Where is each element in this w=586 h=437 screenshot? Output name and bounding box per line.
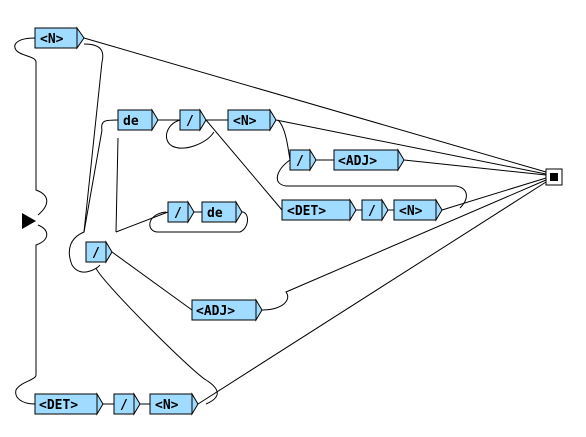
box-det-bottom-label: <DET> [39, 398, 78, 413]
box-n-mid[interactable]: <N> [227, 108, 277, 132]
edges [14, 37, 547, 405]
box-n-top-label: <N> [40, 32, 64, 47]
box-de-2-label: de [207, 206, 223, 221]
box-det-mid-label: <DET> [287, 204, 326, 219]
end-square [545, 168, 563, 186]
box-adj-low-label: <ADJ> [196, 304, 235, 319]
box-slash-5-label: / [92, 246, 100, 261]
box-de-1[interactable]: de [117, 108, 159, 132]
box-det-bottom[interactable]: <DET> [34, 392, 104, 416]
box-slash-3-label: / [174, 206, 182, 221]
box-de-1-label: de [123, 114, 139, 129]
box-n-top[interactable]: <N> [34, 26, 85, 50]
box-slash-3[interactable]: / [167, 200, 195, 224]
box-slash-6-label: / [120, 398, 128, 413]
box-slash-5[interactable]: / [85, 240, 113, 264]
box-adj-mid-label: <ADJ> [338, 154, 377, 169]
box-slash-1[interactable]: / [179, 108, 207, 132]
box-slash-2-label: / [296, 154, 304, 169]
box-slash-6[interactable]: / [113, 392, 141, 416]
box-slash-2[interactable]: / [289, 148, 317, 172]
box-n-bottom[interactable]: <N> [149, 392, 199, 416]
box-adj-mid[interactable]: <ADJ> [333, 148, 405, 172]
box-slash-4-label: / [368, 204, 376, 219]
box-de-2[interactable]: de [201, 200, 243, 224]
start-arrow [22, 213, 36, 229]
box-adj-low[interactable]: <ADJ> [191, 298, 263, 322]
box-n-mid-label: <N> [233, 114, 257, 129]
box-n-mid-2[interactable]: <N> [393, 198, 443, 222]
box-det-mid[interactable]: <DET> [281, 198, 357, 222]
box-slash-1-label: / [186, 114, 194, 129]
box-n-bottom-label: <N> [155, 398, 179, 413]
box-slash-4[interactable]: / [361, 198, 389, 222]
box-n-mid-2-label: <N> [399, 204, 423, 219]
